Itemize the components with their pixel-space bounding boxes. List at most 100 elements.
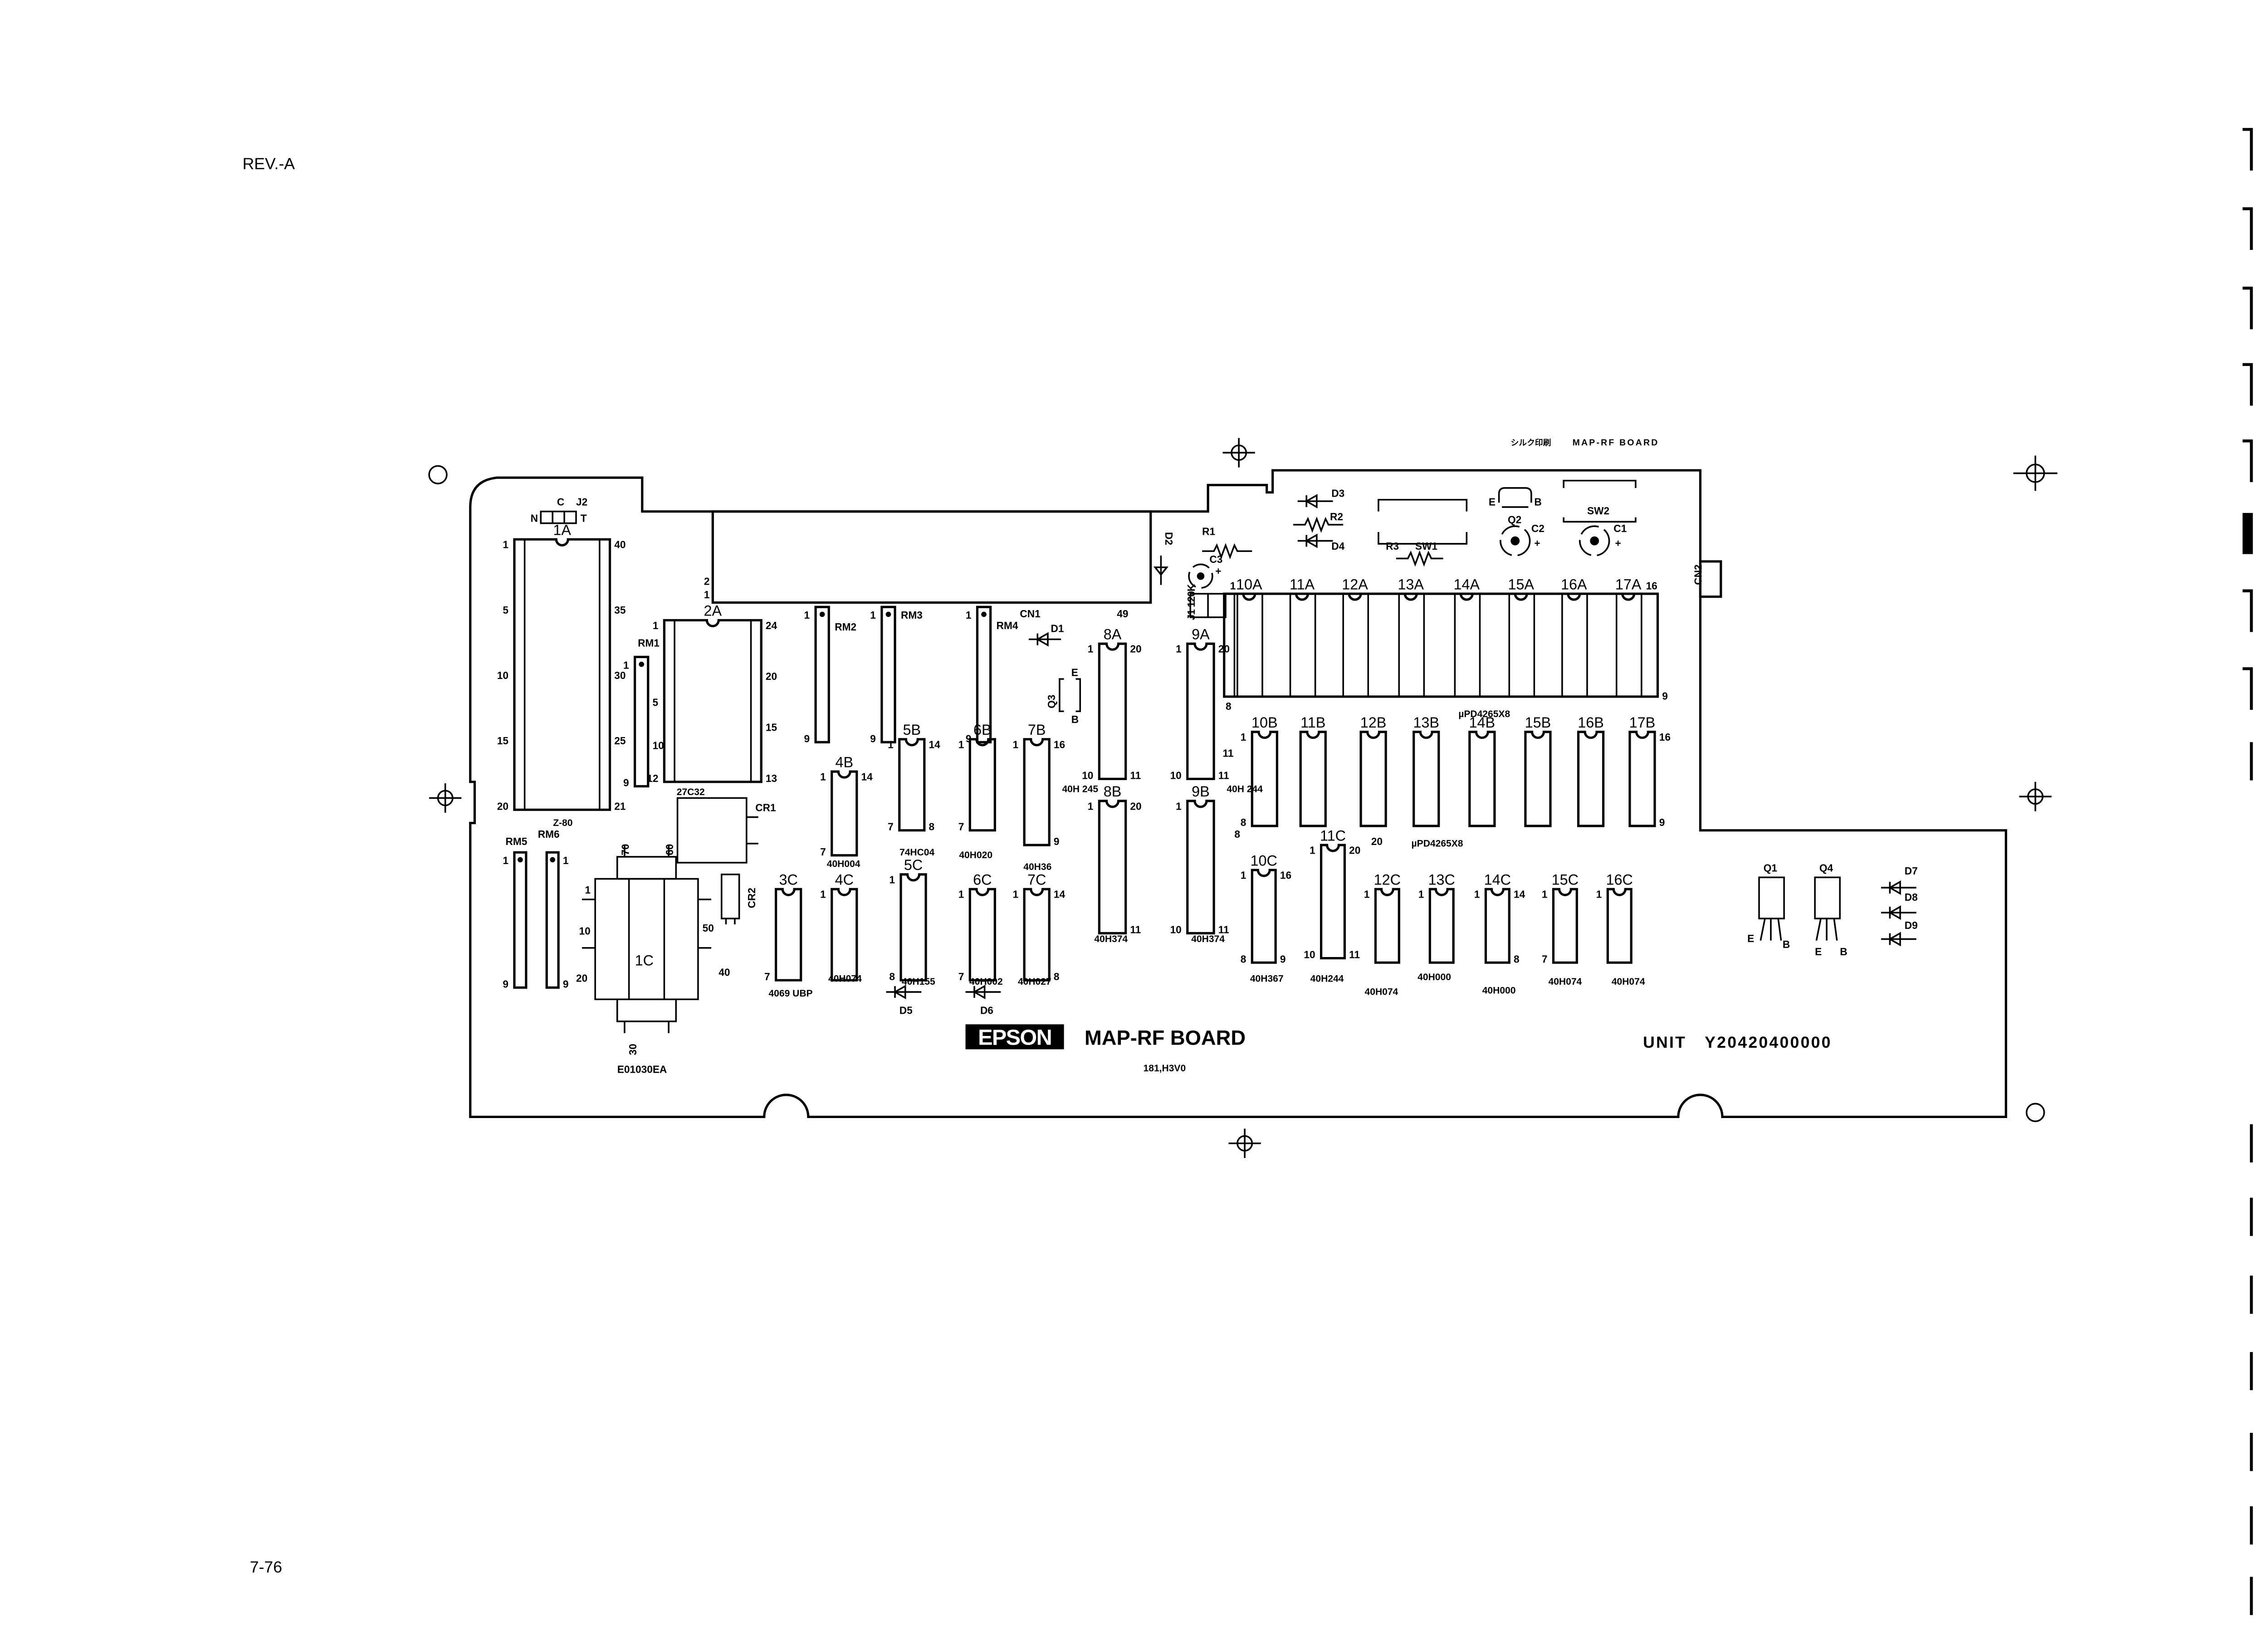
label-t1-70: 70	[620, 844, 631, 855]
pin-number: 9	[804, 733, 810, 744]
pin-number: 9	[870, 733, 876, 744]
pin-number: 9	[966, 733, 972, 744]
sw2-switch	[1563, 479, 1637, 523]
label-t1-10: 10	[579, 925, 590, 937]
notch	[1242, 593, 1256, 601]
cn1-connector	[711, 510, 1152, 604]
c1-capacitor	[1579, 525, 1610, 557]
chip-body	[663, 619, 763, 783]
label-t1-40: 40	[719, 966, 730, 978]
label-d5: D5	[899, 1005, 913, 1016]
pin-number: 16	[1280, 869, 1291, 881]
chip-columns	[674, 620, 752, 782]
pin-number: 1	[1176, 800, 1182, 812]
pin-number: 11	[1349, 949, 1360, 961]
q1-transistor	[1758, 876, 1785, 941]
pin-number: 11	[1130, 769, 1141, 781]
label-strip-11: 11	[1223, 747, 1234, 759]
label-q3: Q3	[1046, 695, 1057, 708]
chip-designator: 5C	[904, 857, 923, 873]
label-c2-plus: +	[1534, 537, 1540, 549]
sip-designator: RM2	[835, 621, 856, 633]
label-d4: D4	[1331, 540, 1344, 552]
pin-number: 11	[1218, 923, 1229, 935]
pin-number: 10	[1170, 923, 1182, 935]
notch	[1403, 593, 1418, 601]
sip-designator: RM1	[638, 637, 660, 649]
pin-number: 1	[1013, 738, 1019, 750]
label-d2: D2	[1163, 532, 1175, 545]
chip-body	[775, 888, 802, 982]
pin-number: 7	[958, 971, 964, 982]
pin-number: 13	[766, 772, 777, 784]
pin-number: 30	[614, 669, 626, 681]
sip-designator: RM3	[901, 609, 923, 621]
chip-body	[898, 738, 926, 832]
label-t1-60: 60	[664, 844, 675, 855]
pin-number: 16	[1646, 580, 1657, 591]
pin-number: 7	[1542, 953, 1548, 965]
chip-designator: 11B	[1300, 714, 1325, 731]
chip-designator: 14C	[1484, 872, 1511, 888]
chip-part-number: 4069 UBP	[768, 988, 812, 999]
epson-logo-box	[965, 1024, 1064, 1050]
label-j2-n: N	[531, 512, 538, 524]
pin-number: 11	[1130, 923, 1141, 935]
chip-designator: 16C	[1606, 872, 1633, 888]
j1-jumper	[1189, 593, 1227, 618]
label-q4-b: B	[1840, 946, 1847, 957]
pin-number: 7	[888, 821, 894, 833]
diodes	[886, 493, 1916, 1000]
pin1-dot	[885, 611, 891, 617]
chip-designator: 1A	[553, 522, 571, 538]
pin-number: 16	[1659, 731, 1671, 743]
chip-designator: 10C	[1251, 852, 1277, 869]
cr1-crystal	[676, 797, 758, 864]
chip-part-number: 40H000	[1482, 985, 1516, 996]
label-c3: C3	[1209, 553, 1222, 565]
binding-marks	[2242, 128, 2253, 1615]
sip-designator: RM6	[538, 828, 560, 840]
pin-number: 7	[958, 821, 964, 833]
chip-designator-15a: 15A	[1508, 576, 1534, 592]
label-q1-b: B	[1783, 938, 1790, 950]
c3-capacitor	[1188, 563, 1213, 589]
transformer-1c	[582, 845, 712, 1033]
chip-body	[1577, 731, 1605, 827]
label-cr1: CR1	[755, 802, 776, 814]
label-c-20: 20	[1371, 835, 1383, 847]
chip-body	[968, 738, 996, 832]
pin-number: 1	[1241, 869, 1246, 881]
pin-number: 1	[966, 609, 972, 621]
chip-body	[1299, 731, 1327, 827]
pin-number: 14	[1514, 889, 1525, 900]
chip-body	[1606, 888, 1633, 964]
chip-body	[1484, 888, 1510, 964]
chip-designator: 12C	[1374, 872, 1401, 888]
chip-part-number: 40H074	[1365, 987, 1398, 997]
pin-number: 1	[1596, 889, 1602, 900]
label-q2-b: B	[1534, 496, 1541, 508]
pin1-dot	[819, 611, 825, 617]
chip-designator-14a: 14A	[1454, 576, 1480, 592]
notch	[1567, 593, 1581, 601]
label-cr2: CR2	[746, 888, 758, 908]
label-q4-e: E	[1815, 946, 1822, 957]
chip-body	[1428, 888, 1455, 964]
chip-designator: 8B	[1104, 783, 1122, 800]
pin-number: 15	[497, 735, 508, 747]
chip-body	[1023, 888, 1051, 982]
pin-number: 1	[623, 659, 629, 671]
pin-number: 1	[889, 874, 895, 885]
sip-body	[634, 655, 650, 788]
chip-designator-11a: 11A	[1290, 576, 1315, 592]
pin-number: 1	[1241, 731, 1246, 743]
